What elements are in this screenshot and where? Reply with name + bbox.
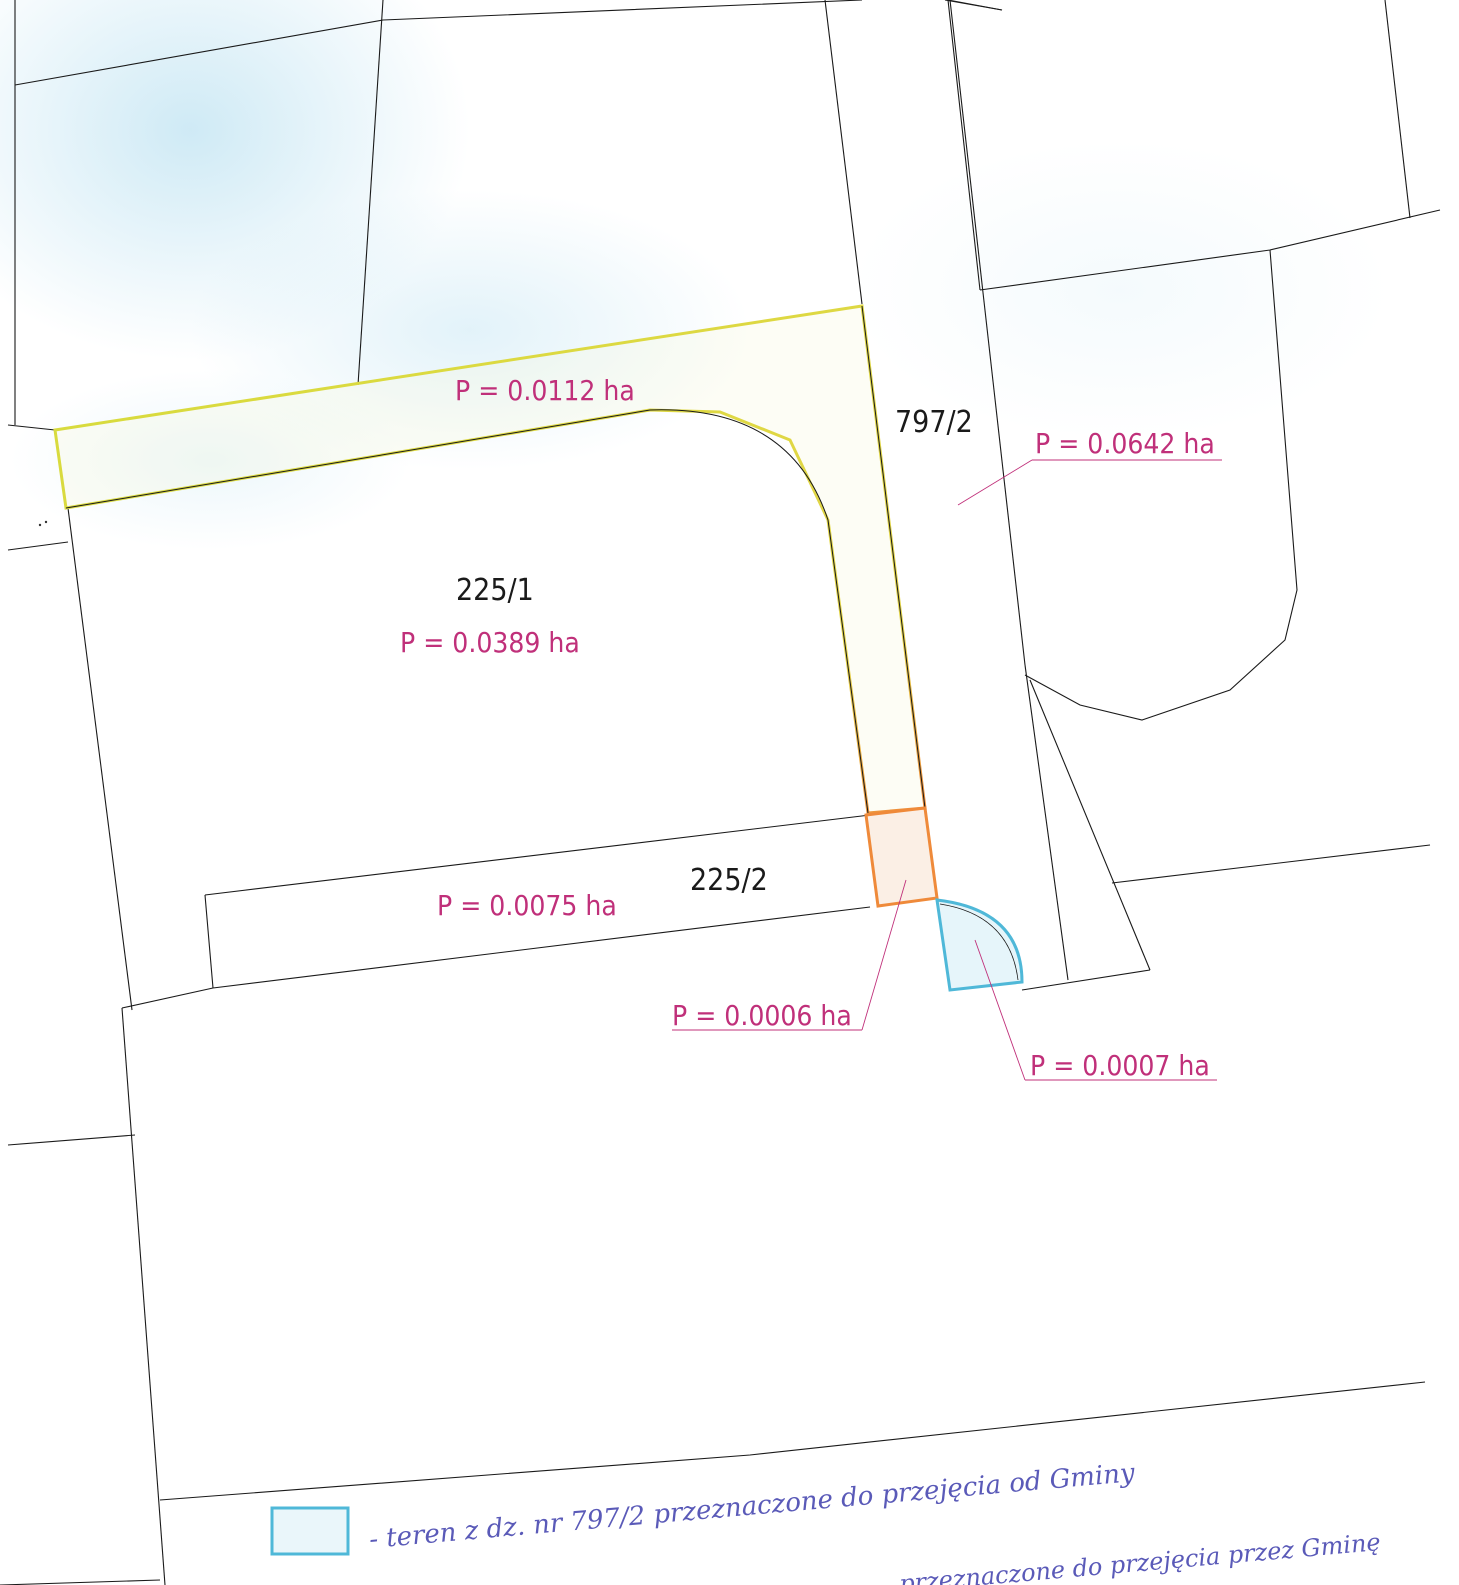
parcel-number-225-1: 225/1 [456, 573, 534, 608]
yellow-strip-parcel [53, 304, 927, 815]
area-label-225-1: P = 0.0389 ha [400, 626, 580, 659]
area-label-blue-piece: P = 0.0007 ha [1030, 1049, 1210, 1082]
legend-text-line1: - teren z dz. nr 797/2 przeznaczone do p… [368, 1458, 1136, 1555]
scan-dots [38, 520, 48, 527]
area-labels: P = 0.0112 ha P = 0.0642 ha P = 0.0389 h… [400, 374, 1215, 1082]
parcel-numbers: 797/2 225/1 225/2 [456, 405, 973, 898]
blue-piece-parcel [935, 898, 1024, 992]
parcel-number-225-2: 225/2 [690, 863, 768, 898]
area-label-797-2: P = 0.0642 ha [1035, 427, 1215, 460]
legend: - teren z dz. nr 797/2 przeznaczone do p… [270, 1458, 1382, 1585]
area-label-strip: P = 0.0112 ha [455, 374, 635, 407]
parcel-number-797-2: 797/2 [895, 405, 973, 440]
area-label-225-2: P = 0.0075 ha [437, 889, 617, 922]
scan-wash [0, 0, 1390, 550]
area-label-orange-piece: P = 0.0006 ha [672, 999, 852, 1032]
leader-lines [672, 459, 1222, 1081]
legend-blue-swatch [270, 1506, 350, 1556]
legend-text-line2: przeznaczone do przejęcia przez Gminę [898, 1528, 1382, 1585]
orange-piece-parcel [864, 806, 939, 908]
